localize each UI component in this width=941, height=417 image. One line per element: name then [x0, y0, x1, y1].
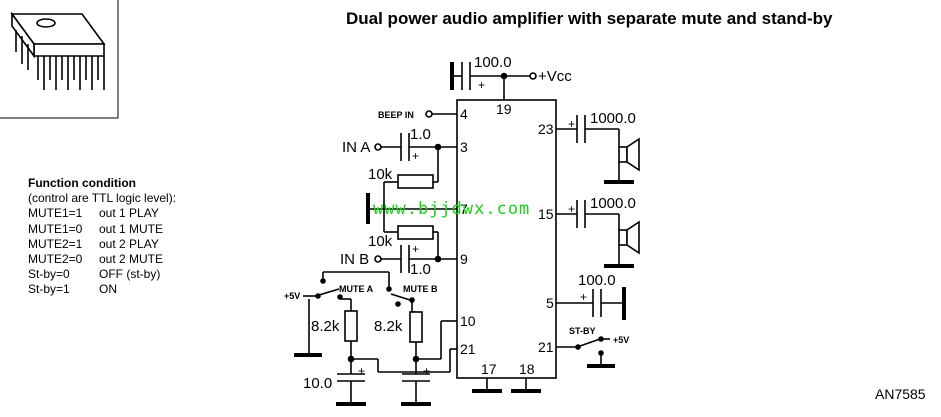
mute-b-label: MUTE B	[403, 284, 438, 294]
svg-text:+: +	[580, 290, 587, 304]
in-a-label: IN A	[342, 139, 370, 156]
pin-17: 17	[481, 361, 497, 377]
res-bottom-label: 10k	[368, 233, 393, 250]
plus5v-right-label: +5V	[613, 335, 629, 345]
in-b-label: IN B	[340, 251, 369, 268]
watermark: www.bjjdwx.com	[373, 199, 531, 219]
part-number: AN7585	[875, 386, 926, 402]
pin-10: 10	[460, 313, 476, 329]
cap-vcc-label: 100.0	[474, 54, 512, 71]
pin-15: 15	[538, 206, 554, 222]
res-mute-b-label: 8.2k	[374, 318, 403, 335]
pin-19: 19	[496, 101, 512, 117]
st-by-label: ST-BY	[569, 326, 596, 336]
svg-text:+: +	[423, 364, 430, 378]
beep-in-label: BEEP IN	[378, 110, 414, 120]
polarity-marks: + + + + + + + +	[358, 78, 587, 378]
pin-3: 3	[460, 139, 468, 155]
page-title: Dual power audio amplifier with separate…	[346, 9, 833, 28]
pin-7: 7	[460, 201, 468, 217]
cap-mute-label: 10.0	[303, 375, 332, 392]
svg-text:+: +	[412, 242, 419, 256]
ic-package-illustration	[0, 0, 119, 119]
svg-text:+: +	[358, 364, 365, 378]
cap-in-b-label: 1.0	[410, 261, 431, 278]
svg-text:+: +	[478, 78, 485, 92]
cap-out-1-label: 1000.0	[590, 110, 636, 127]
svg-text:+: +	[412, 149, 419, 163]
pin-23: 23	[538, 121, 554, 137]
res-mute-a-label: 8.2k	[311, 318, 340, 335]
cap-out-2-label: 1000.0	[590, 195, 636, 212]
function-table-heading: Function condition	[28, 176, 136, 190]
pin-9: 9	[460, 251, 468, 267]
pin-21-left: 21	[460, 341, 476, 357]
pin-5: 5	[546, 295, 554, 311]
vcc-label: +Vcc	[538, 68, 572, 85]
pin-18: 18	[519, 361, 535, 377]
pin-4: 4	[460, 106, 468, 122]
cap-pin5-label: 100.0	[578, 272, 616, 289]
svg-text:+: +	[568, 202, 575, 216]
pin-21-right: 21	[538, 339, 554, 355]
cap-in-a-label: 1.0	[410, 126, 431, 143]
function-condition-table: Function condition (control are TTL logi…	[28, 176, 176, 298]
plus5v-left-label: +5V	[284, 291, 300, 301]
mute-a-label: MUTE A	[339, 284, 374, 294]
svg-text:+: +	[568, 117, 575, 131]
function-table-note: (control are TTL logic level):	[28, 191, 177, 206]
ic-body	[456, 99, 557, 379]
res-top-label: 10k	[368, 166, 393, 183]
